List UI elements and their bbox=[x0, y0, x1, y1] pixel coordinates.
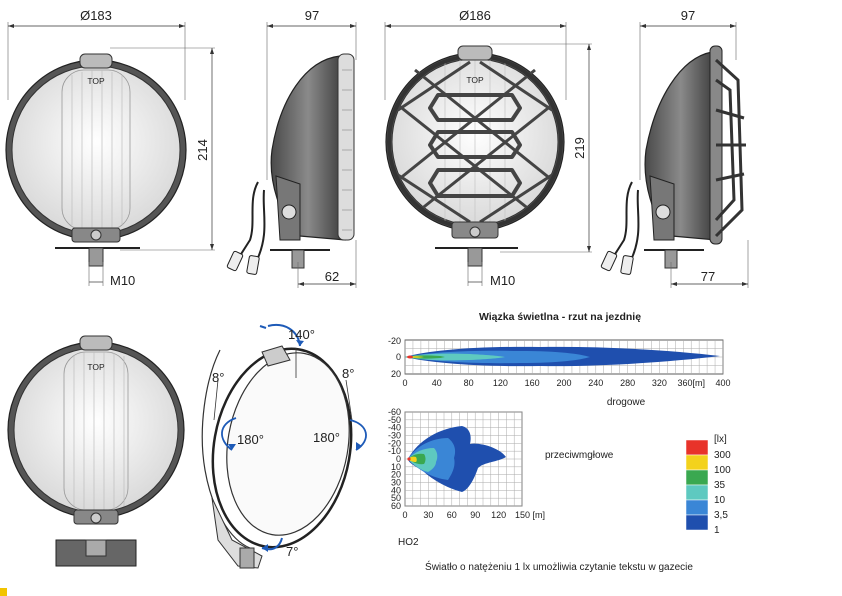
illuminance-legend: [lx] 300 100 35 10 3,5 1 bbox=[685, 434, 731, 536]
lamp2-thread-label: M10 bbox=[490, 273, 515, 288]
lamp1-thread-label: M10 bbox=[110, 273, 135, 288]
driving-y-tick: -20 bbox=[388, 336, 401, 346]
driving-x-tick: 400 bbox=[715, 378, 730, 388]
driving-x-tick: 0 bbox=[402, 378, 407, 388]
driving-x-tick: 160 bbox=[525, 378, 540, 388]
lamp2-top-label: TOP bbox=[466, 75, 484, 85]
fog-y-tick: -50 bbox=[388, 415, 401, 425]
legend-unit: [lx] bbox=[714, 434, 727, 445]
lamp1-side-view: 97 62 bbox=[226, 8, 357, 288]
angle-bottom-label: 7° bbox=[286, 544, 298, 559]
lamp1-mount-depth-label: 62 bbox=[325, 269, 339, 284]
legend-swatch bbox=[685, 469, 709, 486]
lamp2-mount-depth-label: 77 bbox=[701, 269, 715, 284]
beam-title: Wiązka świetlna - rzut na jezdnię bbox=[479, 311, 641, 323]
fog-y-tick: 30 bbox=[391, 478, 401, 488]
legend-label: 3,5 bbox=[714, 510, 728, 521]
driving-x-tick: 280 bbox=[620, 378, 635, 388]
angle-left-label: 8° bbox=[212, 370, 224, 385]
legend-swatch bbox=[685, 454, 709, 471]
corner-accent bbox=[0, 588, 7, 596]
fog-y-tick: -40 bbox=[388, 423, 401, 433]
fog-beam-300lx bbox=[407, 457, 411, 461]
fog-y-tick: 60 bbox=[391, 501, 401, 511]
fog-x-tick: 90 bbox=[470, 510, 480, 520]
lamp1-height-label: 214 bbox=[195, 139, 210, 161]
angle-rotation-left-label: 180° bbox=[237, 432, 264, 447]
legend-swatch bbox=[685, 484, 709, 501]
lamp1-diameter-label: Ø183 bbox=[80, 8, 112, 23]
lamp1-depth-label: 97 bbox=[305, 8, 319, 23]
lamp3-top-label: TOP bbox=[87, 362, 105, 372]
lamp2-diameter-label: Ø186 bbox=[459, 8, 491, 23]
angle-right-label: 8° bbox=[342, 366, 354, 381]
lamp2-depth-label: 97 bbox=[681, 8, 695, 23]
fog-x-tick: 60 bbox=[447, 510, 457, 520]
driving-x-tick: 120 bbox=[493, 378, 508, 388]
fog-y-tick: -10 bbox=[388, 446, 401, 456]
driving-y-tick: 0 bbox=[396, 352, 401, 362]
fog-y-tick: 20 bbox=[391, 470, 401, 480]
fog-x-tick: 30 bbox=[423, 510, 433, 520]
fog-y-tick: 0 bbox=[396, 454, 401, 464]
legend-label: 35 bbox=[714, 480, 726, 491]
lamp4-adjustment-view: 140° 8° 8° 180° 180° 7° bbox=[201, 324, 367, 569]
legend-label: 100 bbox=[714, 465, 731, 476]
driving-beam-300lx bbox=[407, 355, 413, 359]
driving-x-tick: 40 bbox=[432, 378, 442, 388]
driving-x-tick: 200 bbox=[556, 378, 571, 388]
fog-beam-label: przeciwmgłowe bbox=[545, 450, 614, 461]
fog-x-axis: 0 30 60 90 120 150 [m] bbox=[402, 510, 545, 520]
beam-footnote: Światło o natężeniu 1 lx umożliwia czyta… bbox=[425, 560, 693, 573]
lamp1-top-label: TOP bbox=[87, 76, 105, 86]
driving-y-tick: 20 bbox=[391, 369, 401, 379]
legend-label: 300 bbox=[714, 450, 731, 461]
legend-swatch bbox=[685, 439, 709, 456]
fog-x-tick: 0 bbox=[402, 510, 407, 520]
legend-label: 10 bbox=[714, 495, 726, 506]
beam-pattern-section: Wiązka świetlna - rzut na jezdnię -20 0 … bbox=[388, 311, 731, 573]
fog-y-tick: 50 bbox=[391, 493, 401, 503]
fog-x-tick: 120 bbox=[491, 510, 506, 520]
driving-x-tick: 320 bbox=[652, 378, 667, 388]
driving-x-tick: 80 bbox=[464, 378, 474, 388]
driving-beam-label: drogowe bbox=[607, 397, 646, 408]
driving-beam-35lx bbox=[405, 355, 445, 359]
lamp2-front-view: Ø186 TOP M10 bbox=[384, 8, 592, 288]
driving-x-axis: 0 40 80 120 160 200 240 280 320 360[m] 400 bbox=[402, 378, 730, 388]
lamp2-height-label: 219 bbox=[572, 137, 587, 159]
lamp1-front-view: Ø183 TOP M10 214 bbox=[5, 8, 215, 288]
fog-y-tick: -60 bbox=[388, 407, 401, 417]
driving-beam-10lx bbox=[405, 353, 505, 361]
angle-rotation-right-label: 180° bbox=[313, 430, 340, 445]
angle-top-label: 140° bbox=[288, 327, 315, 342]
legend-swatch bbox=[685, 499, 709, 516]
driving-x-tick: 360[m] bbox=[677, 378, 705, 388]
fog-y-tick: 10 bbox=[391, 462, 401, 472]
lamp3-front-view: TOP bbox=[7, 335, 185, 567]
driving-x-tick: 240 bbox=[588, 378, 603, 388]
fog-y-tick: 40 bbox=[391, 485, 401, 495]
fog-y-tick: -20 bbox=[388, 438, 401, 448]
legend-swatch bbox=[685, 514, 709, 531]
fog-y-tick: -30 bbox=[388, 431, 401, 441]
lamp2-side-view: 97 77 bbox=[600, 8, 749, 288]
legend-label: 1 bbox=[714, 525, 720, 536]
fog-code-label: HO2 bbox=[398, 537, 419, 548]
fog-beam-35lx bbox=[408, 453, 426, 465]
driving-y-axis: -20 0 20 bbox=[388, 336, 401, 379]
fog-x-tick: 150 [m] bbox=[515, 510, 545, 520]
